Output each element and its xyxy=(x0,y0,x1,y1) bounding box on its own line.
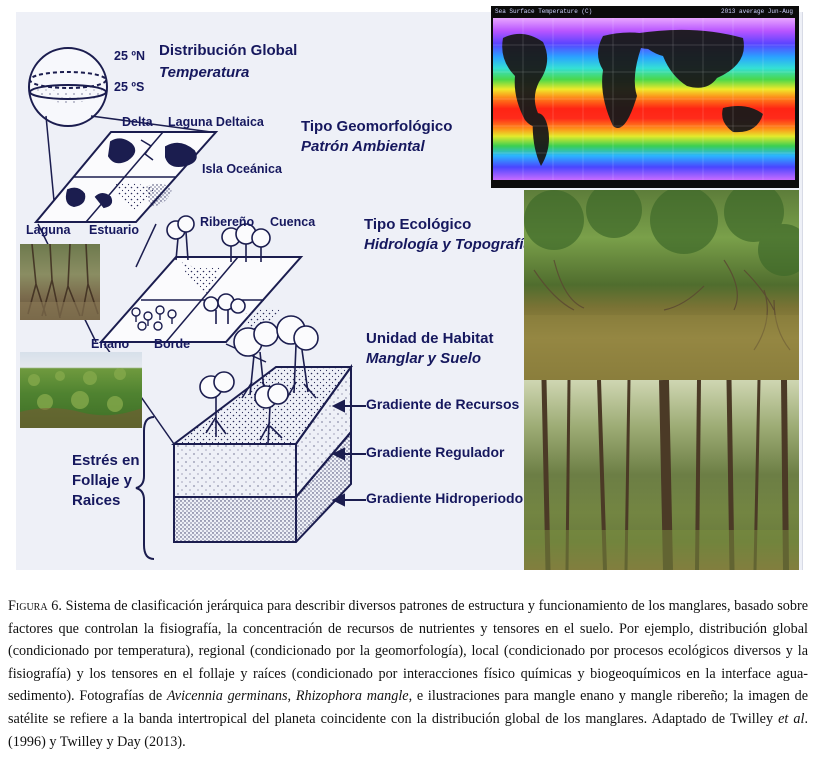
figure-panel: 25 ºN 25 ºS Distribución Global Temperat… xyxy=(16,6,803,570)
geomorph-type-title: Tipo Geomorfológico xyxy=(301,118,453,135)
habitat-block xyxy=(171,315,353,543)
isla-oceanica-label: Isla Oceánica xyxy=(202,162,282,176)
fringe-forest-photo xyxy=(524,380,799,570)
riverine-mangrove-photo xyxy=(524,190,799,380)
stress-brace xyxy=(135,416,155,560)
resource-gradient-label: Gradiente de Recursos xyxy=(366,396,520,412)
delta-label: Delta xyxy=(122,115,153,129)
habitat-unit-subtitle: Manglar y Suelo xyxy=(366,350,482,367)
cuenca-label: Cuenca xyxy=(270,215,316,229)
ecological-type-title: Tipo Ecológico xyxy=(364,216,472,233)
estuario-label: Estuario xyxy=(89,223,140,237)
habitat-unit-title: Unidad de Habitat xyxy=(366,330,494,347)
caption-species-1: Avicennia germinans xyxy=(166,688,288,705)
caption-text-3: . (1996) y Twilley y Day (2013). xyxy=(8,710,808,750)
ribereno-label: Ribereño xyxy=(200,215,255,229)
caption-separator: , xyxy=(287,688,296,705)
caption-species-2: Rhizophora mangle xyxy=(295,688,409,705)
figure-number: Figura 6. xyxy=(8,598,62,614)
ecological-type-subtitle: Hidrología y Topografía xyxy=(364,236,532,253)
sst-colour-field xyxy=(493,18,795,180)
caption-etal: et al xyxy=(778,710,805,727)
caption-text-1: Sistema de clasificación jerárquica para… xyxy=(8,598,808,705)
regulator-gradient-label: Gradiente Regulador xyxy=(366,444,505,460)
stress-label-line-1: Estrés en xyxy=(72,452,140,469)
figure-caption: Figura 6. Sistema de clasificación jerár… xyxy=(8,595,808,753)
global-distribution-title: Distribución Global xyxy=(159,42,298,59)
hydroperiod-gradient-label: Gradiente Hidroperiodo xyxy=(366,490,524,506)
laguna-deltaica-label: Laguna Deltaica xyxy=(168,115,264,129)
satellite-header-left: Sea Surface Temperature (C) xyxy=(495,8,593,15)
hierarchy-line-art xyxy=(28,47,366,560)
globe xyxy=(28,47,108,127)
lat-north-label: 25 ºN xyxy=(114,49,145,63)
dwarf-mangrove-field-photo xyxy=(20,352,142,428)
satellite-sst-image: Sea Surface Temperature (C) 2013 average… xyxy=(491,6,799,188)
laguna-label: Laguna xyxy=(26,223,71,237)
borde-label: Borde xyxy=(154,337,191,351)
global-distribution-subtitle: Temperatura xyxy=(159,64,250,81)
caption-text-2: , e ilustraciones para mangle enano y ma… xyxy=(8,688,809,727)
lat-south-label: 25 ºS xyxy=(114,80,145,94)
geomorph-type-subtitle: Patrón Ambiental xyxy=(301,138,425,155)
satellite-header-right: 2013 average Jun-Aug xyxy=(720,8,793,15)
dwarf-mangrove-roots-photo xyxy=(20,244,100,320)
stress-label-line-3: Raices xyxy=(72,492,121,509)
geomorph-panel xyxy=(33,131,219,223)
gradient-arrows xyxy=(331,399,366,507)
stress-label-line-2: Follaje y xyxy=(72,472,133,489)
enano-label: Enano xyxy=(91,337,130,351)
